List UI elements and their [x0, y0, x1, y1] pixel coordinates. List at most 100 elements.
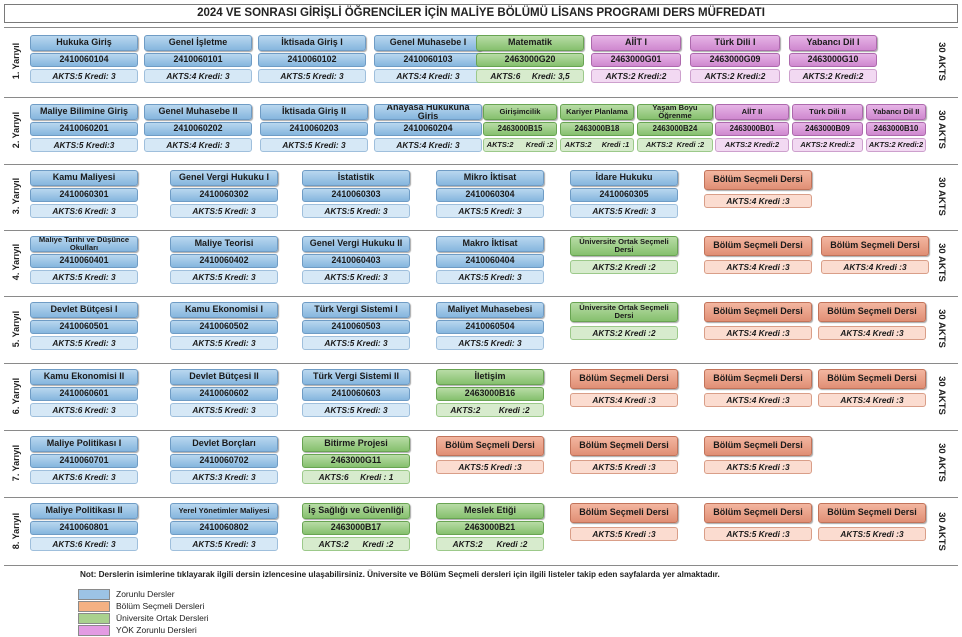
course-name-link[interactable]: Genel Muhasebe I	[374, 35, 482, 51]
course-credits: AKTS:4 Kredi: 3	[144, 69, 252, 83]
course-name-link[interactable]: Girişimcilik	[483, 104, 557, 120]
course-name-link[interactable]: Bölüm Seçmeli Dersi	[704, 503, 812, 523]
course-name-link[interactable]: Genel Vergi Hukuku II	[302, 236, 410, 252]
course-credits: AKTS:5 Kredi: 3	[30, 270, 138, 284]
course-name-link[interactable]: İş Sağlığı ve Güvenliği	[302, 503, 410, 519]
course-name-link[interactable]: Maliye Bilimine Giriş	[30, 104, 138, 120]
legend-item: Zorunlu Dersler	[78, 588, 175, 600]
legend-label: Bölüm Seçmeli Dersleri	[116, 601, 205, 611]
course-name-link[interactable]: Genel İşletme	[144, 35, 252, 51]
course-credits: AKTS:5 Kredi: 3	[436, 270, 544, 284]
course-code: 2463000B16	[436, 387, 544, 401]
course-code: 2410060305	[570, 188, 678, 202]
course-name-link[interactable]: Mikro İktisat	[436, 170, 544, 186]
course-code: 2463000B10	[866, 122, 926, 136]
course-name-link[interactable]: İktisada Giriş I	[258, 35, 366, 51]
course-name-link[interactable]: Genel Muhasebe II	[144, 104, 252, 120]
course-name-link[interactable]: Hukuka Giriş	[30, 35, 138, 51]
course-credits: AKTS:5 Kredi: 3	[170, 270, 278, 284]
course-name-link[interactable]: Yabancı Dil II	[866, 104, 926, 120]
course-code: 2410060301	[30, 188, 138, 202]
course-code: 2410060201	[30, 122, 138, 136]
legend-swatch	[78, 624, 110, 636]
course-name-link[interactable]: Bölüm Seçmeli Dersi	[818, 503, 926, 523]
legend-item: Bölüm Seçmeli Dersleri	[78, 600, 204, 612]
course-code: 2410060501	[30, 320, 138, 334]
course-name-link[interactable]: Genel Vergi Hukuku I	[170, 170, 278, 186]
course-name-link[interactable]: İletişim	[436, 369, 544, 385]
course-code: 2410060603	[302, 387, 410, 401]
course-name-link[interactable]: Devlet Bütçesi I	[30, 302, 138, 318]
course-name-link[interactable]: Maliye Tarihi ve Düşünce Okulları	[30, 236, 138, 252]
course-name-link[interactable]: Maliye Politikası I	[30, 436, 138, 452]
semester-label: 4. Yarıyıl	[4, 230, 28, 294]
course-name-link[interactable]: İdare Hukuku	[570, 170, 678, 186]
course-name-link[interactable]: Kamu Ekonomisi I	[170, 302, 278, 318]
course-name-link[interactable]: Anayasa Hukukuna Giriş	[374, 104, 482, 120]
course-name-link[interactable]: Matematik	[476, 35, 584, 51]
course-name-link[interactable]: Kariyer Planlama	[560, 104, 634, 120]
course-name-link[interactable]: Makro İktisat	[436, 236, 544, 252]
course-name-link[interactable]: Maliyet Muhasebesi	[436, 302, 544, 318]
course-name-link[interactable]: Bölüm Seçmeli Dersi	[704, 302, 812, 322]
legend-swatch	[78, 600, 110, 612]
course-credits: AKTS:2 Kredi :2	[570, 260, 678, 274]
course-code: 2410060103	[374, 53, 482, 67]
course-name-link[interactable]: AİİT I	[591, 35, 681, 51]
course-name-link[interactable]: Bölüm Seçmeli Dersi	[818, 369, 926, 389]
semester-akts-total: 30 AKTS	[928, 27, 954, 95]
course-name-link[interactable]: Türk Dili I	[690, 35, 780, 51]
semester-label: 6. Yarıyıl	[4, 363, 28, 428]
course-credits: AKTS:5 Kredi: 3	[302, 270, 410, 284]
course-name-link[interactable]: AİİT II	[715, 104, 789, 120]
course-name-link[interactable]: Yabancı Dil I	[789, 35, 877, 51]
course-name-link[interactable]: Kamu Ekonomisi II	[30, 369, 138, 385]
course-name-link[interactable]: Bitirme Projesi	[302, 436, 410, 452]
akts-total-text: 30 AKTS	[935, 309, 947, 348]
course-name-link[interactable]: Bölüm Seçmeli Dersi	[570, 503, 678, 523]
course-name-link[interactable]: Bölüm Seçmeli Dersi	[704, 436, 812, 456]
course-name-link[interactable]: Meslek Etiği	[436, 503, 544, 519]
course-credits: AKTS:6 Kredi : 1	[302, 470, 410, 484]
course-name-link[interactable]: Yaşam Boyu Öğrenme	[637, 104, 713, 120]
course-name-link[interactable]: Üniversite Ortak Seçmeli Dersi	[570, 236, 678, 256]
course-name-link[interactable]: Kamu Maliyesi	[30, 170, 138, 186]
akts-total-text: 30 AKTS	[935, 242, 947, 282]
course-name-link[interactable]: Bölüm Seçmeli Dersi	[436, 436, 544, 456]
course-name-link[interactable]: Maliye Politikası II	[30, 503, 138, 519]
course-name-link[interactable]: Bölüm Seçmeli Dersi	[818, 302, 926, 322]
course-name-link[interactable]: Bölüm Seçmeli Dersi	[704, 369, 812, 389]
course-name-link[interactable]: Bölüm Seçmeli Dersi	[570, 369, 678, 389]
course-name-link[interactable]: Türk Vergi Sistemi I	[302, 302, 410, 318]
course-credits: AKTS:2 Kredi:2	[715, 138, 789, 152]
course-name-link[interactable]: Üniversite Ortak Seçmeli Dersi	[570, 302, 678, 322]
semester-akts-total: 30 AKTS	[928, 97, 954, 162]
legend-label: YÖK Zorunlu Dersleri	[116, 625, 197, 635]
course-name-link[interactable]: Yerel Yönetimler Maliyesi	[170, 503, 278, 519]
course-name-link[interactable]: Bölüm Seçmeli Dersi	[704, 170, 812, 190]
course-name-link[interactable]: Türk Vergi Sistemi II	[302, 369, 410, 385]
course-name-link[interactable]: İstatistik	[302, 170, 410, 186]
course-credits: AKTS:2 Kredi :2	[637, 138, 713, 152]
course-name-link[interactable]: İktisada Giriş II	[260, 104, 368, 120]
course-name-link[interactable]: Bölüm Seçmeli Dersi	[570, 436, 678, 456]
course-name-link[interactable]: Devlet Borçları	[170, 436, 278, 452]
course-name-link[interactable]: Türk Dili II	[792, 104, 863, 120]
course-name-link[interactable]: Maliye Teorisi	[170, 236, 278, 252]
course-name-link[interactable]: Bölüm Seçmeli Dersi	[821, 236, 929, 256]
course-credits: AKTS:5 Kredi: 3	[258, 69, 366, 83]
course-name-link[interactable]: Bölüm Seçmeli Dersi	[704, 236, 812, 256]
course-name-link[interactable]: Devlet Bütçesi II	[170, 369, 278, 385]
